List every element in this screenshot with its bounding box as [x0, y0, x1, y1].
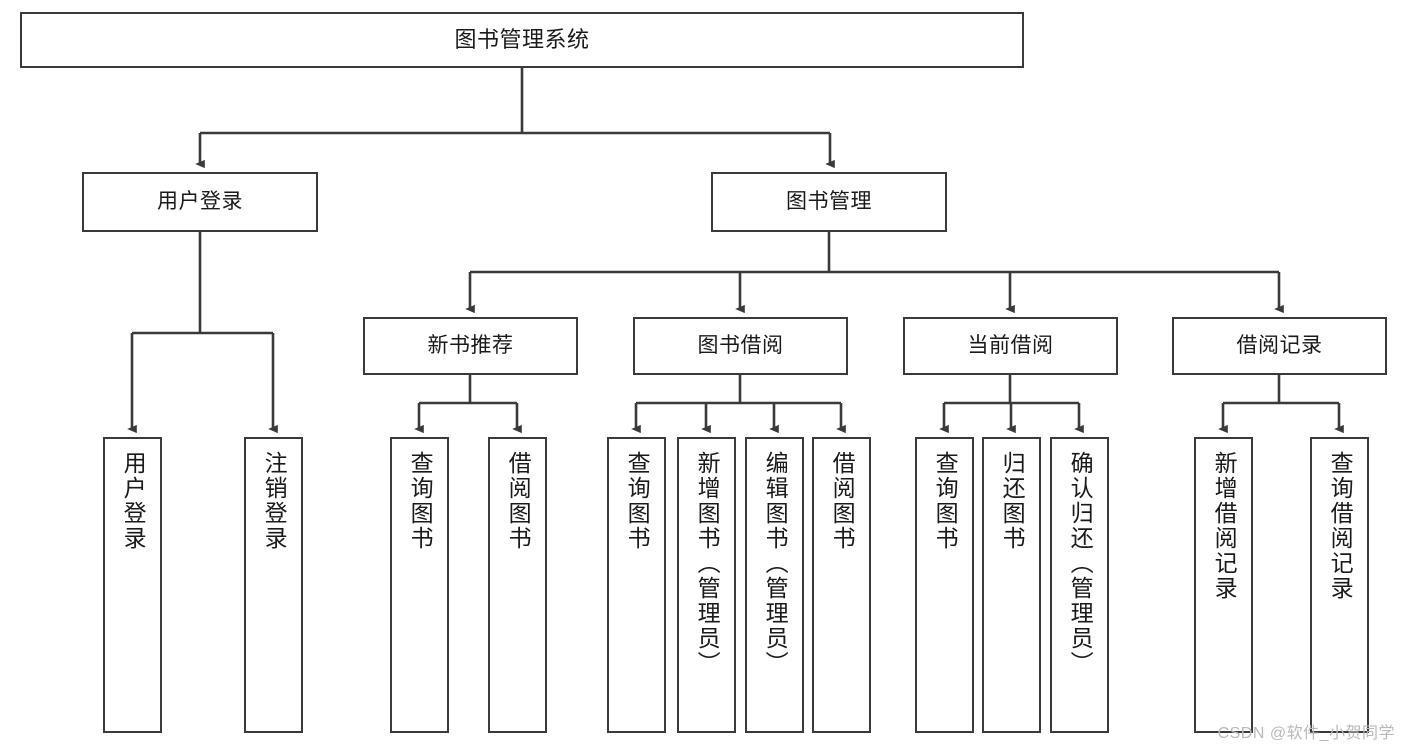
node-leaf-add-borrow-record[interactable]: 新增借阅记录 — [1194, 437, 1253, 733]
node-label: 注销登录 — [261, 451, 288, 551]
node-current-borrow[interactable]: 当前借阅 — [903, 317, 1118, 375]
node-leaf-query-book-rec[interactable]: 查询图书 — [390, 437, 449, 733]
node-label: 新增图书（管理员） — [694, 451, 721, 676]
node-label: 查询图书 — [624, 451, 651, 551]
node-label: 借阅图书 — [829, 451, 856, 551]
node-label: 当前借阅 — [967, 334, 1054, 358]
node-label: 用户登录 — [157, 190, 243, 214]
node-label: 归还图书 — [999, 451, 1026, 551]
node-new-book-recommendation[interactable]: 新书推荐 — [363, 317, 578, 375]
node-label: 编辑图书（管理员） — [762, 451, 789, 676]
node-leaf-borrow-book-rec[interactable]: 借阅图书 — [488, 437, 547, 733]
node-book-management[interactable]: 图书管理 — [711, 172, 947, 232]
node-label: 新书推荐 — [427, 334, 514, 358]
node-leaf-user-login[interactable]: 用户登录 — [103, 437, 162, 733]
node-label: 用户登录 — [120, 451, 147, 551]
node-user-login[interactable]: 用户登录 — [82, 172, 318, 232]
node-label: 图书借阅 — [697, 334, 784, 358]
node-label: 查询图书 — [407, 451, 434, 551]
node-label: 图书管理 — [786, 190, 872, 214]
node-leaf-return-book[interactable]: 归还图书 — [982, 437, 1041, 733]
node-root-book-management-system[interactable]: 图书管理系统 — [20, 12, 1024, 68]
node-leaf-confirm-return-admin[interactable]: 确认归还（管理员） — [1050, 437, 1109, 733]
node-label: 新增借阅记录 — [1211, 451, 1238, 601]
node-label: 借阅图书 — [505, 451, 532, 551]
node-leaf-user-logout[interactable]: 注销登录 — [244, 437, 303, 733]
node-leaf-query-book-current[interactable]: 查询图书 — [915, 437, 974, 733]
node-label: 图书管理系统 — [454, 26, 590, 52]
node-leaf-borrow-book[interactable]: 借阅图书 — [812, 437, 871, 733]
node-borrow-record[interactable]: 借阅记录 — [1172, 317, 1387, 375]
node-label: 确认归还（管理员） — [1067, 451, 1094, 676]
node-label: 查询借阅记录 — [1327, 451, 1354, 601]
node-book-borrow[interactable]: 图书借阅 — [633, 317, 848, 375]
node-leaf-edit-book-admin[interactable]: 编辑图书（管理员） — [745, 437, 804, 733]
node-leaf-query-book-borrow[interactable]: 查询图书 — [607, 437, 666, 733]
node-leaf-add-book-admin[interactable]: 新增图书（管理员） — [677, 437, 736, 733]
node-label: 借阅记录 — [1236, 334, 1323, 358]
csdn-watermark: CSDN @软件_小贺同学 — [1217, 725, 1395, 742]
node-leaf-query-borrow-record[interactable]: 查询借阅记录 — [1310, 437, 1369, 733]
node-label: 查询图书 — [932, 451, 959, 551]
